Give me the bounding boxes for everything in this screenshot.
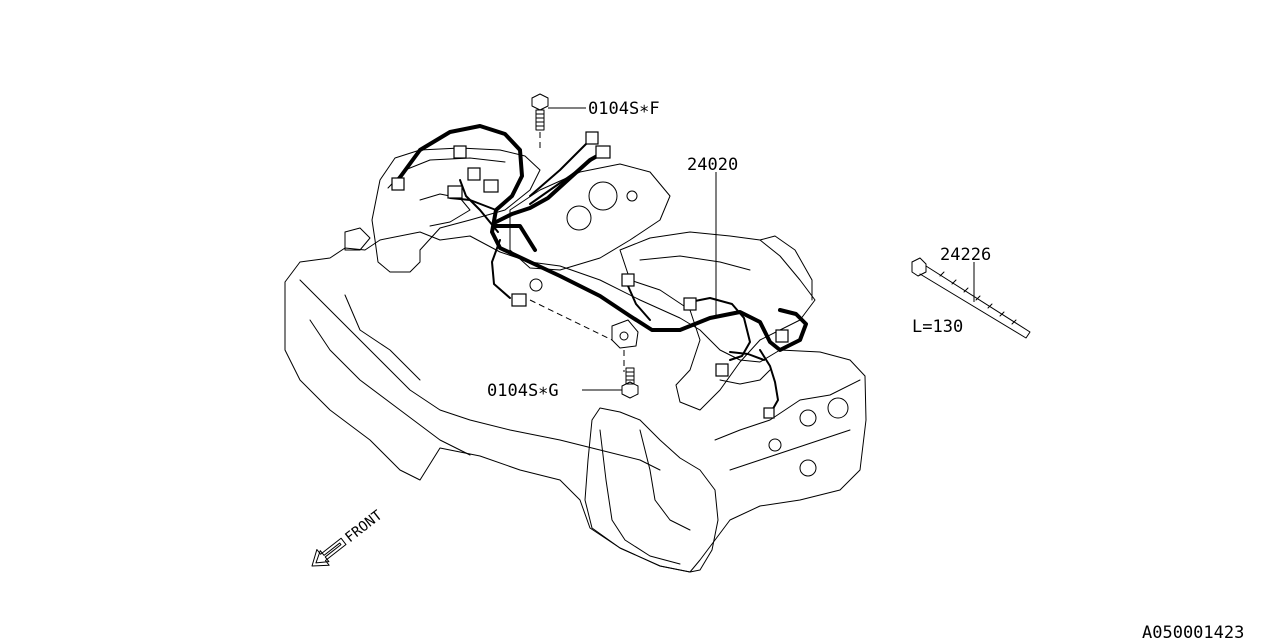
label-clip-length: L=130 xyxy=(912,317,963,337)
label-front: FRONT xyxy=(342,507,386,546)
leader-lines xyxy=(548,107,975,391)
wiring-harness-24020 xyxy=(391,124,808,419)
label-harness: 24020 xyxy=(687,155,738,175)
label-bolt-top: 0104S∗F xyxy=(588,99,660,119)
label-diagram-id: A050001423 xyxy=(1142,623,1244,640)
bolt-top-icon xyxy=(531,93,549,150)
engine-block-drawing xyxy=(284,147,867,573)
label-bolt-bottom: 0104S∗G xyxy=(487,381,559,401)
bolt-bottom-icon xyxy=(621,367,639,399)
label-clip: 24226 xyxy=(940,245,991,265)
front-arrow-icon: FRONT xyxy=(311,507,386,567)
cable-tie-clip-icon xyxy=(911,257,1031,339)
